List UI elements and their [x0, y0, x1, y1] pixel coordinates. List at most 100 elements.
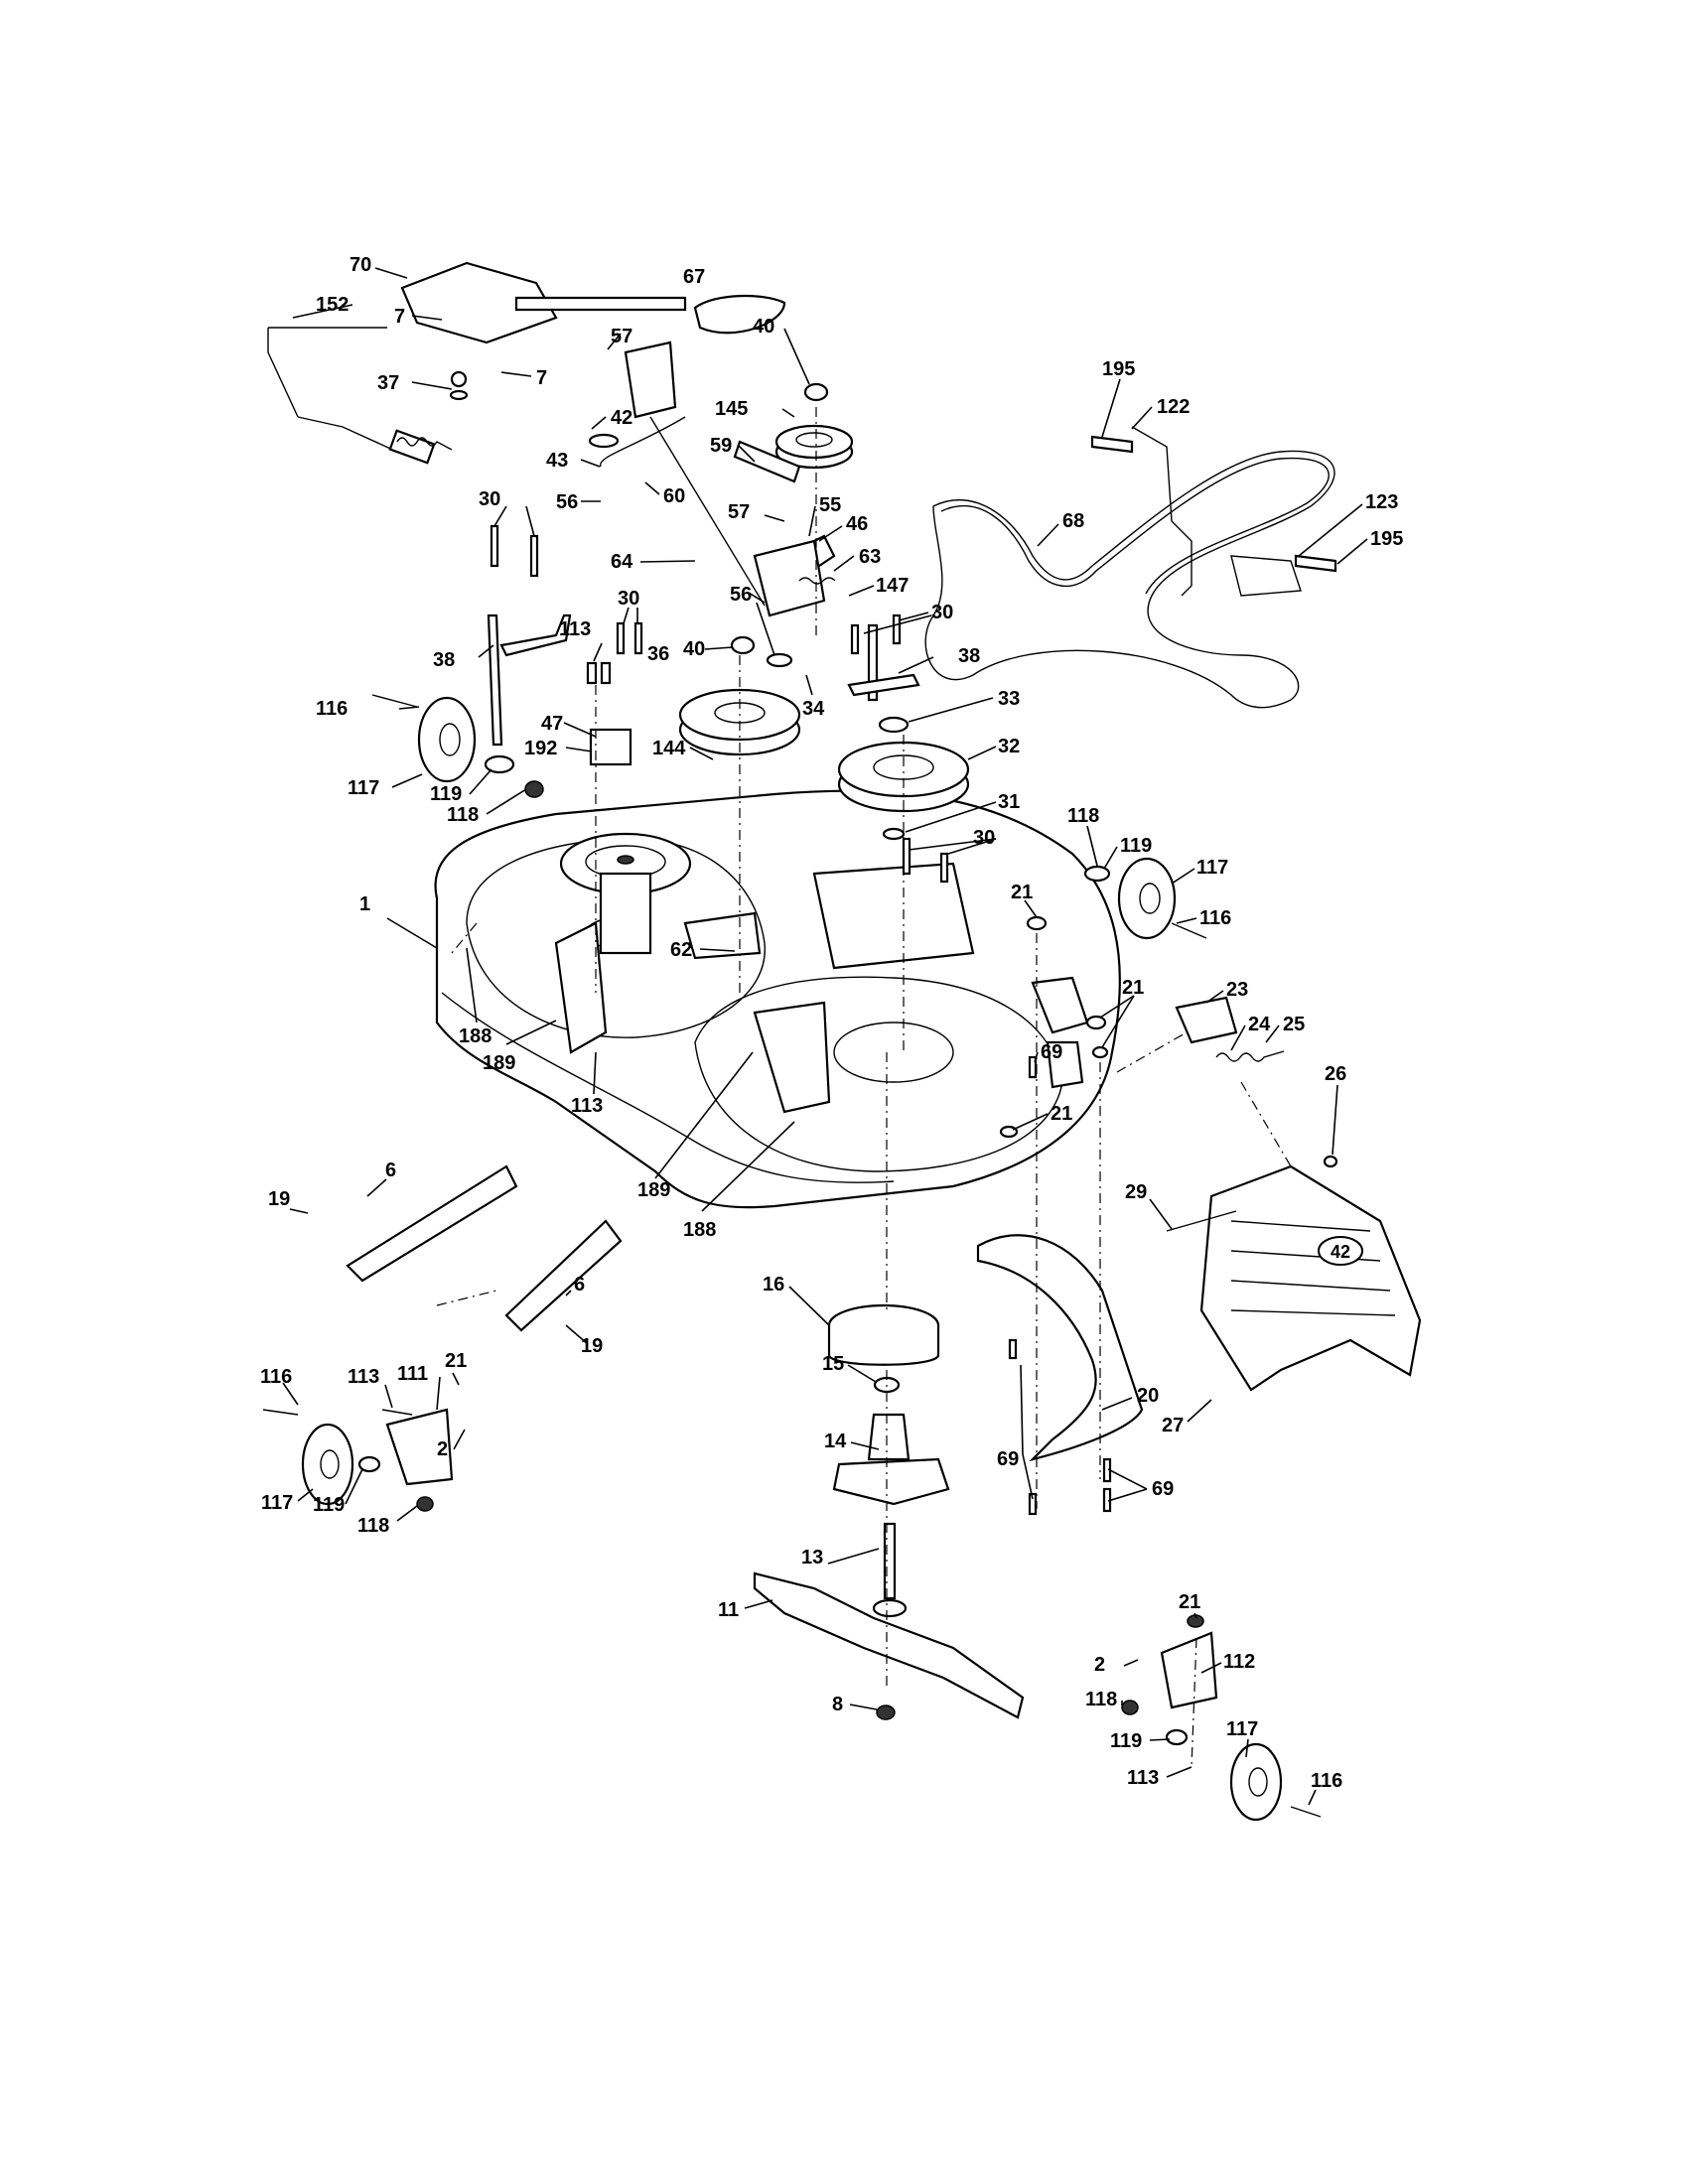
callout-30: 30 — [479, 488, 500, 510]
callout-63: 63 — [859, 546, 881, 568]
callout-46: 46 — [846, 513, 868, 535]
callout-152: 152 — [316, 294, 349, 316]
callout-40: 40 — [683, 638, 705, 660]
callout-188: 188 — [459, 1025, 491, 1047]
callout-2: 2 — [1094, 1654, 1105, 1676]
callout-21: 21 — [1011, 882, 1033, 903]
callout-43: 43 — [546, 450, 568, 472]
rod-29 — [1166, 1210, 1237, 1232]
callout-21: 21 — [1179, 1591, 1200, 1613]
callout-33: 33 — [998, 688, 1020, 710]
callout-60: 60 — [663, 485, 685, 507]
callout-69: 69 — [1152, 1478, 1174, 1500]
discharge-chute-27: 42 — [1199, 1164, 1422, 1392]
callout-195: 195 — [1370, 528, 1403, 550]
callout-34: 34 — [802, 698, 825, 720]
callout-117: 117 — [348, 777, 379, 799]
callout-16: 16 — [763, 1274, 784, 1296]
callout-119: 119 — [430, 783, 462, 805]
assembly-centerlines — [436, 407, 1292, 1768]
callout-119: 119 — [313, 1494, 345, 1516]
callout-70: 70 — [350, 254, 371, 276]
callout-119: 119 — [1110, 1730, 1142, 1752]
callout-40: 40 — [753, 316, 774, 338]
blade-nut-8 — [876, 1705, 896, 1720]
spindle-shaft-13 — [872, 1522, 908, 1618]
leader-lines — [282, 267, 1368, 1806]
belt-guide — [1090, 426, 1337, 597]
callout-113: 113 — [559, 618, 591, 640]
callout-64: 64 — [611, 551, 633, 573]
callout-31: 31 — [998, 791, 1020, 813]
washer-33 — [878, 716, 910, 734]
callout-14: 14 — [824, 1431, 847, 1452]
deck-size-badge-text: 42 — [1331, 1242, 1350, 1262]
bolts-30 — [490, 524, 949, 884]
nut-40-mid — [730, 635, 756, 655]
callout-30: 30 — [931, 602, 953, 623]
callout-38: 38 — [433, 649, 455, 671]
callout-192: 192 — [524, 738, 557, 759]
washer-26 — [1323, 1155, 1338, 1168]
callout-21: 21 — [445, 1350, 467, 1372]
callout-195: 195 — [1102, 358, 1135, 380]
callout-67: 67 — [683, 266, 705, 288]
callout-118: 118 — [1067, 805, 1099, 827]
drive-belt-68 — [924, 450, 1335, 709]
callout-116: 116 — [1311, 1770, 1342, 1792]
callout-56: 56 — [556, 491, 578, 513]
callout-11: 11 — [718, 1599, 739, 1621]
callout-111: 111 — [397, 1363, 428, 1385]
bolts-113-top — [586, 661, 612, 685]
callout-7: 7 — [394, 306, 405, 328]
deck-size-badge: 42 — [1318, 1236, 1363, 1266]
callout-69: 69 — [1041, 1041, 1062, 1063]
callout-147: 147 — [876, 575, 909, 597]
callout-2: 2 — [437, 1438, 448, 1460]
deck-lift-assembly — [267, 261, 687, 465]
bracket-23 — [1175, 996, 1238, 1044]
gauge-wheel-right-bottom — [1121, 1614, 1322, 1822]
callout-labels: 70 67 7 7 152 37 57 42 43 60 56 40 145 5… — [260, 254, 1403, 1792]
bracket-38-left — [487, 614, 572, 747]
idler-pulley-145 — [774, 424, 854, 470]
arm-6-left — [346, 1164, 518, 1283]
callout-57: 57 — [611, 326, 632, 347]
cover-knob-67 — [693, 295, 786, 335]
callout-7: 7 — [536, 367, 547, 389]
callout-38: 38 — [958, 645, 980, 667]
callout-29: 29 — [1125, 1181, 1147, 1203]
baffle-20 — [976, 1234, 1144, 1462]
callout-123: 123 — [1365, 491, 1398, 513]
callout-57: 57 — [728, 501, 750, 523]
callout-189: 189 — [483, 1052, 515, 1074]
bracket-38-right — [847, 623, 920, 702]
callout-19: 19 — [581, 1335, 603, 1357]
callout-118: 118 — [357, 1515, 389, 1537]
callout-36: 36 — [647, 643, 669, 665]
callout-189: 189 — [637, 1179, 670, 1201]
callout-15: 15 — [822, 1353, 844, 1375]
spring-lift — [396, 437, 453, 451]
callout-56: 56 — [730, 584, 752, 606]
callout-188: 188 — [683, 1219, 716, 1241]
gauge-wheel-left-bottom — [262, 1408, 454, 1512]
deck-left-pulley — [559, 832, 692, 955]
callout-21: 21 — [1051, 1103, 1072, 1125]
callout-118: 118 — [447, 804, 479, 826]
spring-25 — [1215, 1050, 1285, 1062]
callout-6: 6 — [385, 1160, 396, 1181]
callout-20: 20 — [1137, 1385, 1159, 1407]
deck-housing — [434, 789, 1121, 1209]
callout-117: 117 — [1226, 1718, 1258, 1740]
callout-145: 145 — [715, 398, 748, 420]
callout-113: 113 — [571, 1095, 603, 1117]
bolts-69 — [1008, 1055, 1112, 1516]
callout-69: 69 — [997, 1448, 1019, 1470]
callout-117: 117 — [1196, 857, 1228, 879]
callout-1: 1 — [359, 893, 370, 915]
callout-55: 55 — [819, 494, 841, 516]
callout-8: 8 — [832, 1694, 843, 1715]
callout-24: 24 — [1248, 1014, 1271, 1035]
